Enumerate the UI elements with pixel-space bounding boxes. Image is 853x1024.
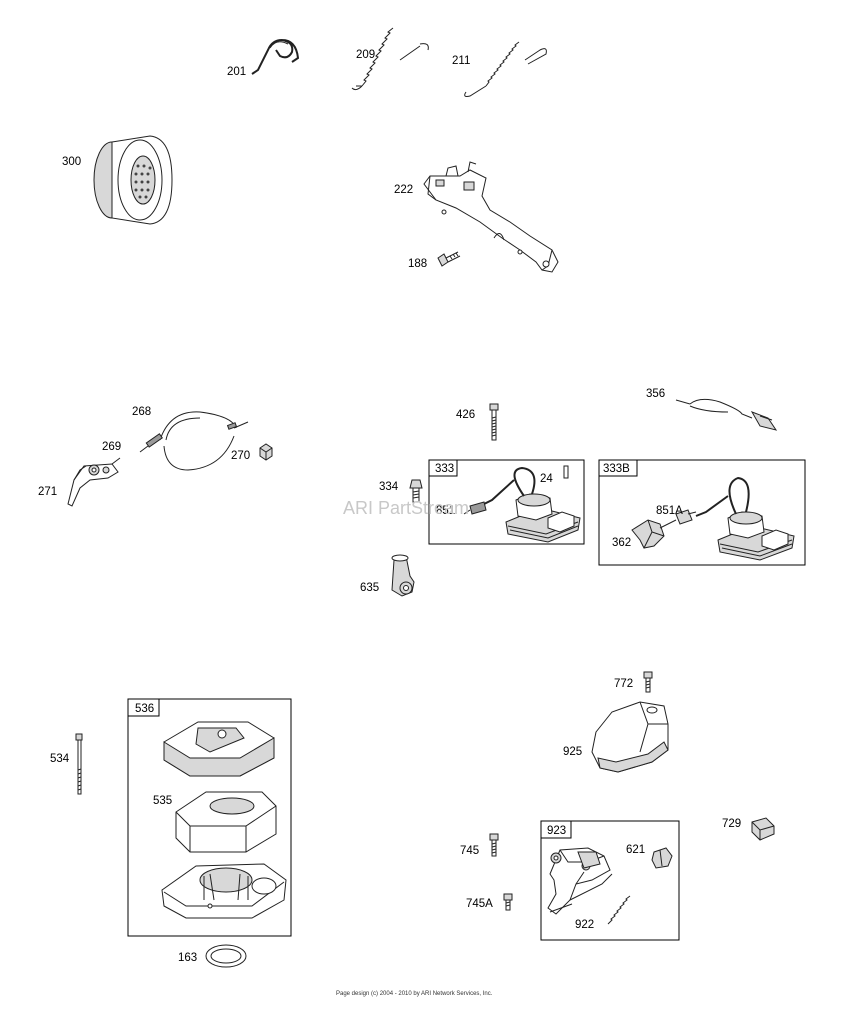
part-635-boot[interactable] [391, 554, 415, 597]
label-268: 268 [132, 406, 151, 418]
label-188: 188 [408, 258, 427, 270]
group-923-control-bracket[interactable] [540, 820, 680, 941]
part-925-cover[interactable] [591, 701, 669, 773]
label-270: 270 [231, 450, 250, 462]
label-729: 729 [722, 818, 741, 830]
label-271: 271 [38, 486, 57, 498]
part-334-screw[interactable] [409, 479, 423, 503]
label-536: 536 [135, 703, 154, 715]
label-269: 269 [102, 441, 121, 453]
label-209: 209 [356, 49, 375, 61]
label-163: 163 [178, 952, 197, 964]
part-188-screw[interactable] [437, 251, 461, 267]
label-333b: 333B [603, 463, 630, 475]
label-621: 621 [626, 844, 645, 856]
label-362: 362 [612, 537, 631, 549]
label-426: 426 [456, 409, 475, 421]
part-201-link[interactable] [251, 38, 300, 75]
label-925: 925 [563, 746, 582, 758]
label-356: 356 [646, 388, 665, 400]
part-745-screw[interactable] [489, 833, 499, 857]
footer-copyright: Page design (c) 2004 - 2010 by ARI Netwo… [336, 991, 493, 997]
label-745a: 745A [466, 898, 493, 910]
label-534: 534 [50, 753, 70, 765]
part-729-connector[interactable] [751, 817, 775, 841]
part-772-screw[interactable] [643, 671, 653, 693]
part-745a-screw[interactable] [503, 893, 513, 911]
label-334: 334 [379, 481, 399, 493]
label-300: 300 [62, 156, 81, 168]
group-333b-armature[interactable] [598, 459, 806, 566]
watermark-text: ARI PartStream [343, 498, 469, 518]
group-536-air-cleaner[interactable] [127, 698, 292, 937]
part-269-ferrule[interactable] [139, 433, 163, 453]
label-851: 851 [436, 505, 455, 517]
label-922: 922 [575, 919, 594, 931]
label-923: 923 [547, 825, 566, 837]
label-24: 24 [540, 473, 553, 485]
part-209-spring[interactable] [351, 27, 429, 91]
part-426-bolt[interactable] [489, 403, 499, 441]
part-211-spring[interactable] [464, 41, 547, 97]
part-356-ground-wire[interactable] [675, 398, 778, 431]
part-163-gasket[interactable] [205, 944, 247, 968]
part-270-nut[interactable] [259, 443, 273, 461]
label-772: 772 [614, 678, 633, 690]
label-201: 201 [227, 66, 246, 78]
part-268-cable[interactable] [159, 411, 249, 471]
label-851a: 851A [656, 505, 683, 517]
label-535: 535 [153, 795, 172, 807]
label-745: 745 [460, 845, 479, 857]
part-300-muffler[interactable] [93, 135, 173, 225]
label-635: 635 [360, 582, 379, 594]
label-222: 222 [394, 184, 413, 196]
part-534-bolt[interactable] [75, 733, 83, 795]
group-333-armature[interactable] [428, 459, 585, 545]
label-211: 211 [452, 55, 470, 67]
part-271-lever[interactable] [67, 457, 121, 507]
label-333: 333 [435, 463, 454, 475]
part-222-bracket[interactable] [423, 161, 559, 273]
